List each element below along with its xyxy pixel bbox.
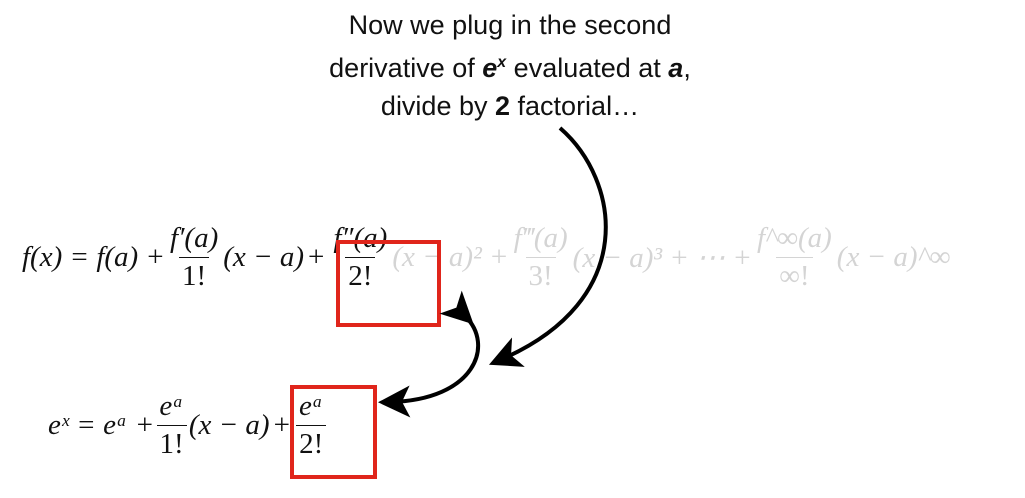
- caption-arrow: [488, 126, 608, 367]
- numerator: f^∞(a): [757, 222, 832, 254]
- caption-line-2: derivative of ex evaluated at a,: [250, 44, 770, 87]
- caption-x: x: [497, 54, 507, 71]
- double-arrow: [378, 290, 481, 418]
- caption-line-1: Now we plug in the second: [348, 10, 672, 40]
- denominator: 2!: [345, 257, 376, 293]
- caption-a: a: [668, 53, 684, 83]
- term-1: f′(a)1!: [167, 222, 221, 293]
- caption-text: evaluated at: [506, 53, 669, 83]
- caption-e: e: [482, 53, 498, 83]
- caption-two: 2: [495, 91, 511, 121]
- caption: Now we plug in the second derivative of …: [250, 6, 770, 125]
- term-1-tail: (x − a): [223, 241, 304, 273]
- caption-line-3: divide by 2 factorial…: [250, 87, 770, 125]
- numerator: eᵃ: [298, 390, 324, 422]
- term-1-tail: (x − a): [188, 409, 270, 441]
- numerator: f″(a): [333, 222, 388, 254]
- numerator: f′(a): [170, 222, 219, 254]
- caption-text: ,: [683, 53, 691, 83]
- term-3: f‴(a)3!: [511, 222, 571, 293]
- denominator: 1!: [179, 257, 210, 293]
- numerator: eᵃ: [159, 390, 184, 422]
- caption-text: factorial…: [510, 91, 640, 121]
- numerator: f‴(a): [513, 222, 568, 254]
- term-2-tail: (x − a)² +: [392, 241, 509, 273]
- caption-text: derivative of: [329, 53, 483, 83]
- plus: +: [273, 409, 290, 441]
- denominator: 2!: [296, 425, 327, 461]
- term-infinity: f^∞(a)∞!: [754, 222, 835, 293]
- denominator: ∞!: [776, 257, 813, 293]
- caption-text: divide by: [380, 91, 495, 121]
- highlight-box-exp: [290, 385, 377, 479]
- term-2: f″(a)2!: [330, 222, 390, 293]
- plus: +: [308, 241, 325, 273]
- lhs: f(x) = f(a) +: [22, 241, 166, 273]
- denominator: 1!: [156, 425, 187, 461]
- term-infinity-tail: (x − a)^∞: [836, 241, 951, 273]
- lhs: eˣ = eᵃ +: [48, 409, 155, 441]
- denominator: 3!: [525, 257, 556, 293]
